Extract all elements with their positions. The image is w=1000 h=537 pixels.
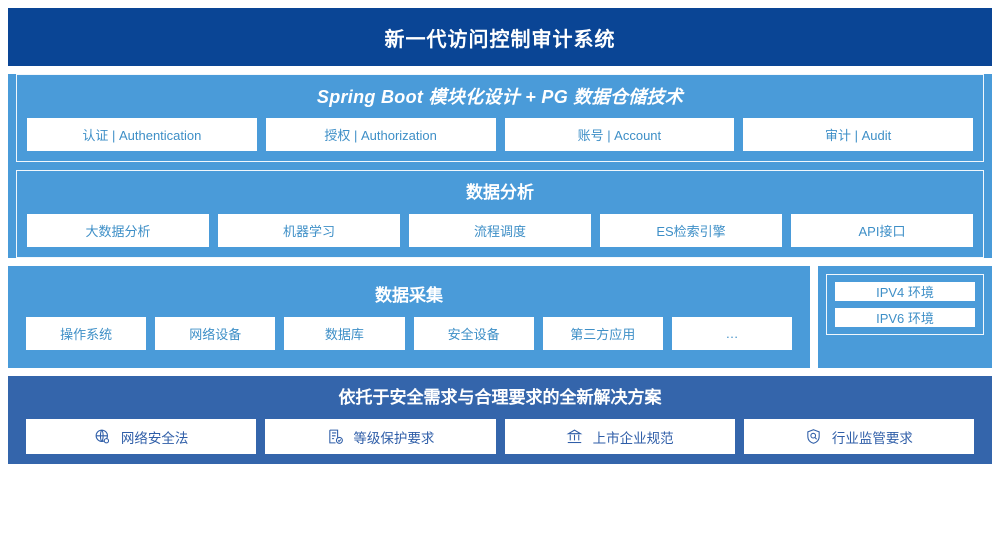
- compliance-item-listed-company-norms[interactable]: 上市企业规范: [504, 419, 735, 454]
- analysis-panel: 数据分析 大数据分析 机器学习 流程调度 ES检索引擎 API接口: [16, 170, 984, 258]
- compliance-item-classified-protection[interactable]: 等级保护要求: [265, 419, 496, 454]
- platform-item-authorization[interactable]: 授权 | Authorization: [265, 118, 496, 151]
- environment-panel: IPV4 环境 IPV6 环境: [826, 274, 984, 335]
- compliance-panel: 依托于安全需求与合理要求的全新解决方案 网络安全法: [16, 376, 984, 464]
- collection-panel: 数据采集 操作系统 网络设备 数据库 安全设备 第三方应用 …: [16, 274, 802, 360]
- analysis-item-process-scheduling[interactable]: 流程调度: [409, 214, 591, 247]
- platform-analysis-card: Spring Boot 模块化设计 + PG 数据仓储技术 认证 | Authe…: [8, 74, 992, 258]
- compliance-item-label: 行业监管要求: [831, 430, 913, 446]
- page-title-bar: 新一代访问控制审计系统: [8, 8, 992, 66]
- globe-icon: [94, 428, 112, 446]
- collection-item-row: 操作系统 网络设备 数据库 安全设备 第三方应用 …: [26, 317, 793, 350]
- compliance-item-label: 上市企业规范: [592, 430, 674, 446]
- document-check-icon: [326, 428, 344, 446]
- compliance-item-row: 网络安全法 等级保护要求: [26, 419, 974, 454]
- platform-item-account[interactable]: 账号 | Account: [504, 118, 735, 151]
- collection-item-os[interactable]: 操作系统: [26, 317, 147, 350]
- analysis-item-es-search[interactable]: ES检索引擎: [600, 214, 782, 247]
- platform-heading: Spring Boot 模块化设计 + PG 数据仓储技术: [316, 87, 684, 107]
- compliance-item-industry-supervision[interactable]: 行业监管要求: [743, 419, 974, 454]
- compliance-item-cybersecurity-law[interactable]: 网络安全法: [26, 419, 257, 454]
- collection-item-security-device[interactable]: 安全设备: [413, 317, 534, 350]
- environment-card: IPV4 环境 IPV6 环境: [818, 266, 992, 368]
- environment-item-ipv6[interactable]: IPV6 环境: [835, 308, 975, 327]
- infographic-page: 新一代访问控制审计系统 Spring Boot 模块化设计 + PG 数据仓储技…: [0, 8, 1000, 537]
- collection-item-database[interactable]: 数据库: [284, 317, 405, 350]
- environment-item-ipv4[interactable]: IPV4 环境: [835, 282, 975, 301]
- compliance-heading: 依托于安全需求与合理要求的全新解决方案: [338, 388, 662, 407]
- platform-item-authentication[interactable]: 认证 | Authentication: [27, 118, 257, 151]
- collection-band: 数据采集 操作系统 网络设备 数据库 安全设备 第三方应用 … IPV4 环境 …: [8, 266, 992, 368]
- platform-item-row: 认证 | Authentication 授权 | Authorization 账…: [27, 118, 973, 151]
- page-title: 新一代访问控制审计系统: [384, 28, 616, 51]
- bank-icon: [566, 428, 584, 446]
- shield-search-icon: [805, 428, 823, 446]
- platform-item-audit[interactable]: 审计 | Audit: [743, 118, 973, 151]
- compliance-card: 依托于安全需求与合理要求的全新解决方案 网络安全法: [8, 376, 992, 464]
- collection-item-more[interactable]: …: [671, 317, 793, 350]
- analysis-item-machine-learning[interactable]: 机器学习: [218, 214, 400, 247]
- platform-panel: Spring Boot 模块化设计 + PG 数据仓储技术 认证 | Authe…: [16, 74, 984, 162]
- compliance-item-label: 网络安全法: [120, 430, 189, 446]
- analysis-item-row: 大数据分析 机器学习 流程调度 ES检索引擎 API接口: [27, 214, 973, 247]
- collection-item-network-device[interactable]: 网络设备: [155, 317, 276, 350]
- analysis-heading: 数据分析: [466, 183, 534, 202]
- analysis-item-api[interactable]: API接口: [791, 214, 973, 247]
- analysis-item-bigdata[interactable]: 大数据分析: [27, 214, 209, 247]
- collection-card: 数据采集 操作系统 网络设备 数据库 安全设备 第三方应用 …: [8, 266, 810, 368]
- compliance-item-label: 等级保护要求: [353, 430, 435, 446]
- collection-item-third-party-app[interactable]: 第三方应用: [542, 317, 663, 350]
- collection-heading: 数据采集: [375, 286, 443, 305]
